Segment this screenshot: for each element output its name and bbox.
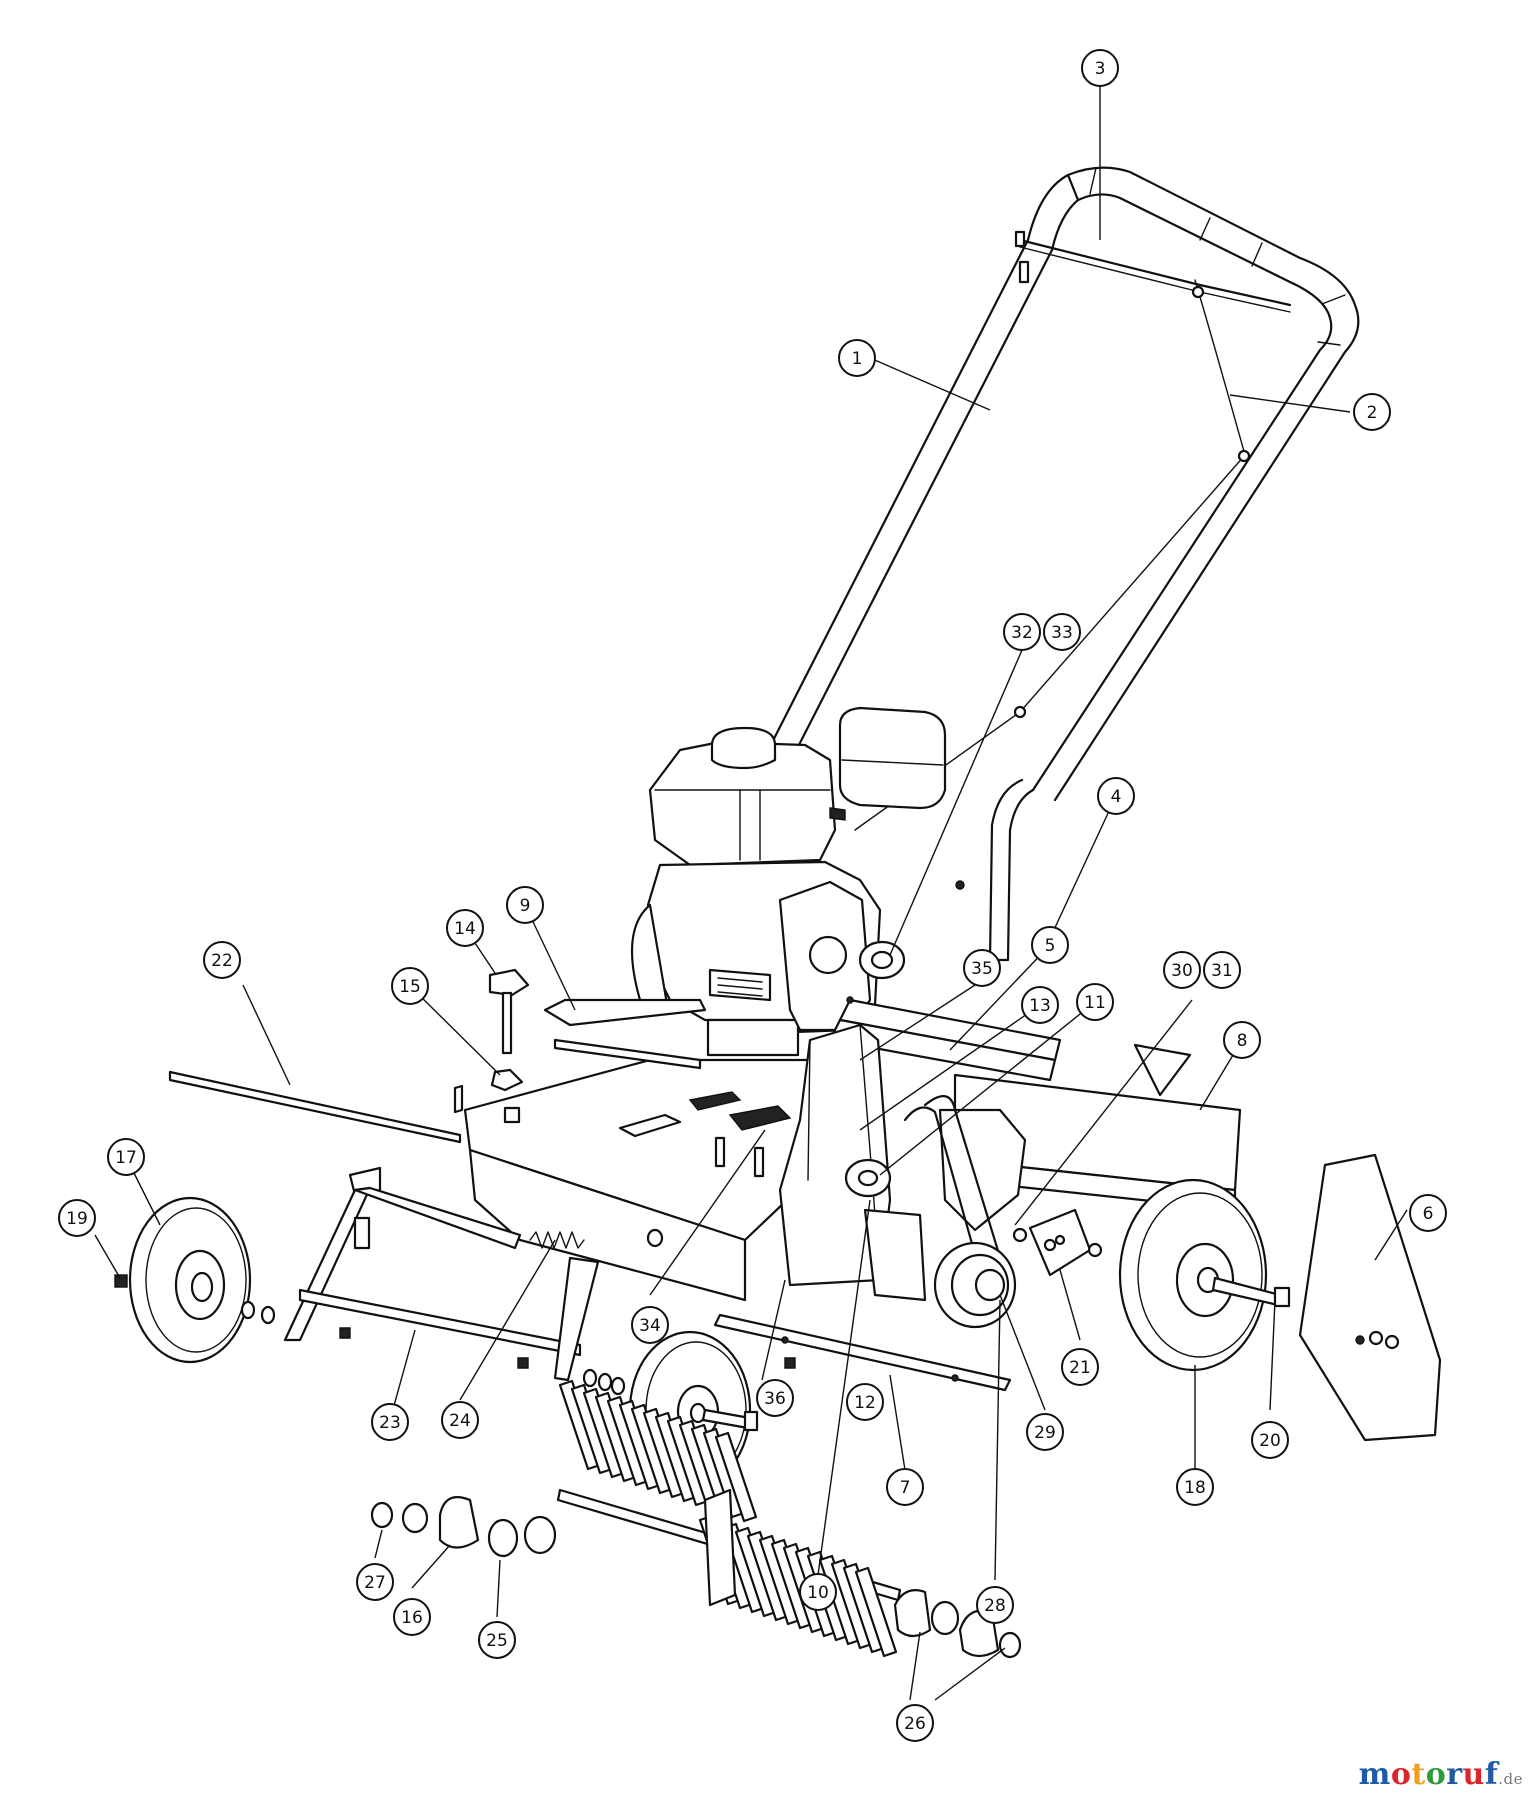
callout-14: 14 (446, 909, 484, 947)
svg-text:23: 23 (379, 1413, 401, 1433)
svg-text:25: 25 (486, 1631, 508, 1651)
callout-24: 24 (441, 1401, 479, 1439)
callout-16: 16 (393, 1598, 431, 1636)
callout-22: 22 (203, 941, 241, 979)
svg-text:10: 10 (807, 1583, 829, 1603)
svg-text:36: 36 (764, 1389, 786, 1409)
wm-letter: r (1446, 1757, 1463, 1792)
callout-7: 7 (886, 1468, 924, 1506)
svg-text:13: 13 (1029, 996, 1051, 1016)
svg-text:31: 31 (1211, 961, 1233, 981)
axles-levers (168, 1070, 1012, 1396)
svg-text:19: 19 (66, 1209, 88, 1229)
svg-text:14: 14 (454, 919, 476, 939)
callout-35: 35 (963, 949, 1001, 987)
svg-text:32: 32 (1011, 623, 1033, 643)
callout-1: 1 (838, 339, 876, 377)
engine (630, 706, 1062, 1082)
svg-text:28: 28 (984, 1596, 1006, 1616)
svg-text:12: 12 (854, 1393, 876, 1413)
deck (463, 1023, 892, 1302)
svg-text:34: 34 (639, 1316, 661, 1336)
tine-blade (854, 1566, 898, 1658)
small-parts (453, 968, 707, 1114)
callout-21: 21 (1061, 1348, 1099, 1386)
svg-text:8: 8 (1237, 1031, 1248, 1051)
svg-text:24: 24 (449, 1411, 471, 1431)
callout-2: 2 (1353, 393, 1391, 431)
callout-23: 23 (371, 1403, 409, 1441)
svg-text:6: 6 (1423, 1204, 1434, 1224)
callout-27: 27 (356, 1563, 394, 1601)
callout-19: 19 (58, 1199, 96, 1237)
callout-33: 33 (1043, 613, 1081, 651)
callout-4: 4 (1097, 777, 1135, 815)
callout-13: 13 (1021, 986, 1059, 1024)
callout-31: 31 (1203, 951, 1241, 989)
svg-text:20: 20 (1259, 1431, 1281, 1451)
wm-letter: o (1425, 1757, 1447, 1792)
svg-text:35: 35 (971, 959, 993, 979)
tine-reel (370, 1379, 1022, 1659)
callout-11: 11 (1076, 983, 1114, 1021)
callout-25: 25 (478, 1621, 516, 1659)
svg-text:11: 11 (1084, 993, 1106, 1013)
svg-text:7: 7 (900, 1478, 911, 1498)
svg-text:30: 30 (1171, 961, 1193, 981)
svg-text:17: 17 (115, 1148, 137, 1168)
tine-blade (714, 1431, 758, 1523)
callout-18: 18 (1176, 1468, 1214, 1506)
callout-15: 15 (391, 967, 429, 1005)
svg-text:27: 27 (364, 1573, 386, 1593)
svg-text:22: 22 (211, 951, 233, 971)
svg-text:2: 2 (1367, 403, 1378, 423)
watermark-logo: motoruf.de (1359, 1757, 1523, 1792)
wm-letter: f (1484, 1757, 1499, 1792)
svg-text:9: 9 (520, 896, 531, 916)
wm-letter: u (1462, 1757, 1485, 1792)
callout-10: 10 (799, 1573, 837, 1611)
callout-29: 29 (1026, 1413, 1064, 1451)
callout-28: 28 (976, 1586, 1014, 1624)
wm-tld: .de (1498, 1770, 1523, 1788)
callout-36: 36 (756, 1379, 794, 1417)
svg-text:18: 18 (1184, 1478, 1206, 1498)
callout-5: 5 (1031, 926, 1069, 964)
callout-12: 12 (846, 1383, 884, 1421)
svg-text:29: 29 (1034, 1423, 1056, 1443)
svg-text:26: 26 (904, 1714, 926, 1734)
svg-text:33: 33 (1051, 623, 1073, 643)
callout-20: 20 (1251, 1421, 1289, 1459)
svg-text:3: 3 (1095, 59, 1106, 79)
svg-text:21: 21 (1069, 1358, 1091, 1378)
svg-text:16: 16 (401, 1608, 423, 1628)
callout-26: 26 (896, 1704, 934, 1742)
wm-letter: t (1411, 1757, 1426, 1792)
svg-text:4: 4 (1111, 787, 1122, 807)
handle-assembly (754, 166, 1360, 962)
callout-6: 6 (1409, 1194, 1447, 1232)
svg-text:5: 5 (1045, 936, 1056, 956)
callout-34: 34 (631, 1306, 669, 1344)
leader-lines (94, 68, 1408, 1701)
wm-letter: o (1390, 1757, 1412, 1792)
callout-32: 32 (1003, 613, 1041, 651)
wm-letter: m (1358, 1757, 1391, 1792)
svg-text:15: 15 (399, 977, 421, 997)
callout-17: 17 (107, 1138, 145, 1176)
callout-9: 9 (506, 886, 544, 924)
svg-text:1: 1 (852, 349, 863, 369)
callout-8: 8 (1223, 1021, 1261, 1059)
callout-30: 30 (1163, 951, 1201, 989)
callout-3: 3 (1081, 49, 1119, 87)
